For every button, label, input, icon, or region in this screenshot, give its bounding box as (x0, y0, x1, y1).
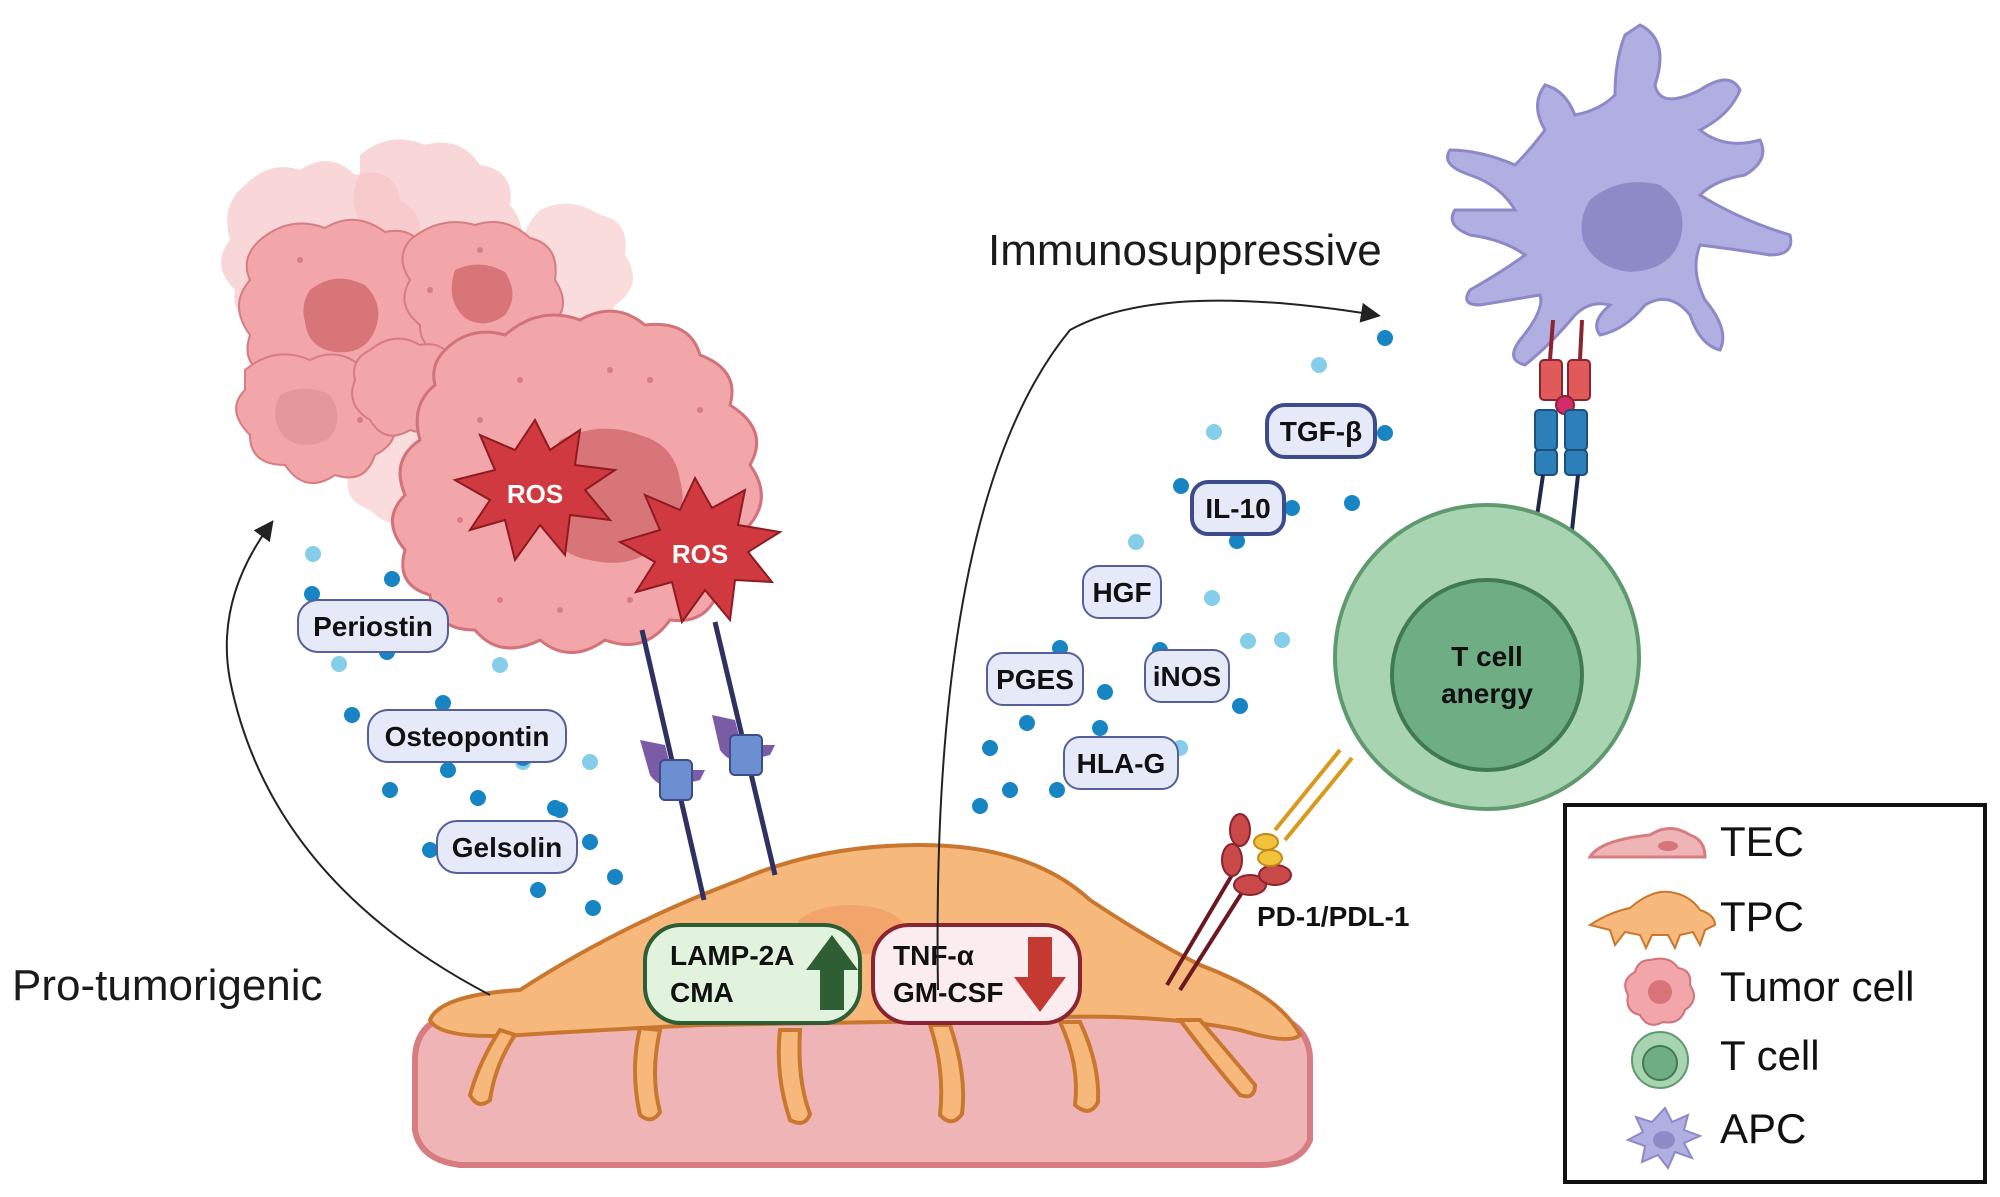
legend-label-apc: APC (1720, 1105, 1806, 1152)
ros-burst-1: ROS (452, 418, 618, 563)
t-cell: T cell anergy (1333, 503, 1641, 811)
tec-icon (1587, 827, 1707, 859)
tumor-cell-nucleus (303, 278, 379, 353)
legend-item-tpc: TPC (1587, 890, 1804, 951)
tumor-cell-nucleus (543, 428, 683, 563)
factor-pill-tgf-beta: TGF-β (1265, 403, 1377, 459)
legend-item-apc: APC (1625, 1105, 1806, 1170)
tnf-alpha-label: TNF-α (893, 940, 974, 971)
immunosuppressive-arrow (936, 299, 1381, 991)
legend: TEC TPC Tumor cell T cell APC (1563, 803, 1987, 1184)
tumor-cluster (221, 139, 763, 654)
legend-item-tumor-cell: Tumor cell (1624, 957, 1914, 1026)
legend-label-t-cell: T cell (1720, 1032, 1820, 1079)
il10-label: IL-10 (1205, 493, 1270, 524)
inos-label: iNOS (1153, 661, 1221, 692)
hla-g-label: HLA-G (1077, 748, 1166, 779)
factor-pill-inos: iNOS (1144, 649, 1230, 703)
lamp2a-box: LAMP-2A CMA (643, 923, 862, 1025)
tgf-beta-label: TGF-β (1280, 416, 1362, 447)
pges-label: PGES (996, 664, 1074, 695)
factor-pill-periostin: Periostin (297, 599, 449, 653)
hgf-label: HGF (1092, 577, 1151, 608)
ros-label: ROS (672, 539, 728, 569)
cytokine-dots (304, 330, 1393, 916)
factor-pill-hgf: HGF (1082, 565, 1162, 619)
periostin-label: Periostin (313, 611, 433, 642)
tumor-cell-nucleus (451, 264, 513, 324)
pd1-pdl1-label: PD-1/PDL-1 (1257, 901, 1409, 932)
factor-pill-hla-g: HLA-G (1063, 736, 1179, 790)
legend-label-tumor-cell: Tumor cell (1720, 963, 1914, 1010)
t-cell-label-line1: T cell (1451, 641, 1523, 672)
tnf-box: TNF-α GM-CSF (871, 923, 1082, 1025)
cma-label: CMA (670, 977, 734, 1008)
ros-burst-2: ROS (617, 475, 783, 625)
legend-item-tec: TEC (1587, 818, 1804, 865)
pro-tumorigenic-label: Pro-tumorigenic (12, 961, 323, 1010)
factor-pill-gelsolin: Gelsolin (436, 820, 578, 874)
receptor-icon (640, 740, 705, 801)
factor-pill-il10: IL-10 (1190, 480, 1286, 536)
factor-pill-pges: PGES (986, 652, 1084, 706)
ros-label: ROS (507, 479, 563, 509)
immunosuppressive-label: Immunosuppressive (988, 226, 1382, 275)
tpc-icon (1587, 890, 1717, 951)
gelsolin-label: Gelsolin (452, 832, 562, 863)
apc-cell (1446, 23, 1793, 367)
receptor-pair (639, 621, 778, 901)
tcr-mhc-complex (1533, 319, 1591, 531)
osteopontin-label: Osteopontin (385, 721, 550, 752)
t-cell-label-line2: anergy (1441, 678, 1533, 709)
factor-pill-osteopontin: Osteopontin (367, 709, 567, 763)
lamp2a-label: LAMP-2A (670, 940, 794, 971)
pro-tumorigenic-arrow (225, 520, 491, 996)
tumor-cell-nucleus (275, 388, 338, 445)
legend-label-tpc: TPC (1720, 893, 1804, 940)
up-arrow-icon (806, 935, 858, 1010)
legend-label-tec: TEC (1720, 818, 1804, 865)
down-arrow-icon (1014, 937, 1066, 1012)
pd1-pdl1-complex: PD-1/PDL-1 (1165, 748, 1409, 992)
legend-item-t-cell: T cell (1631, 1031, 1820, 1089)
gm-csf-label: GM-CSF (893, 977, 1003, 1008)
receptor-icon (712, 715, 775, 776)
